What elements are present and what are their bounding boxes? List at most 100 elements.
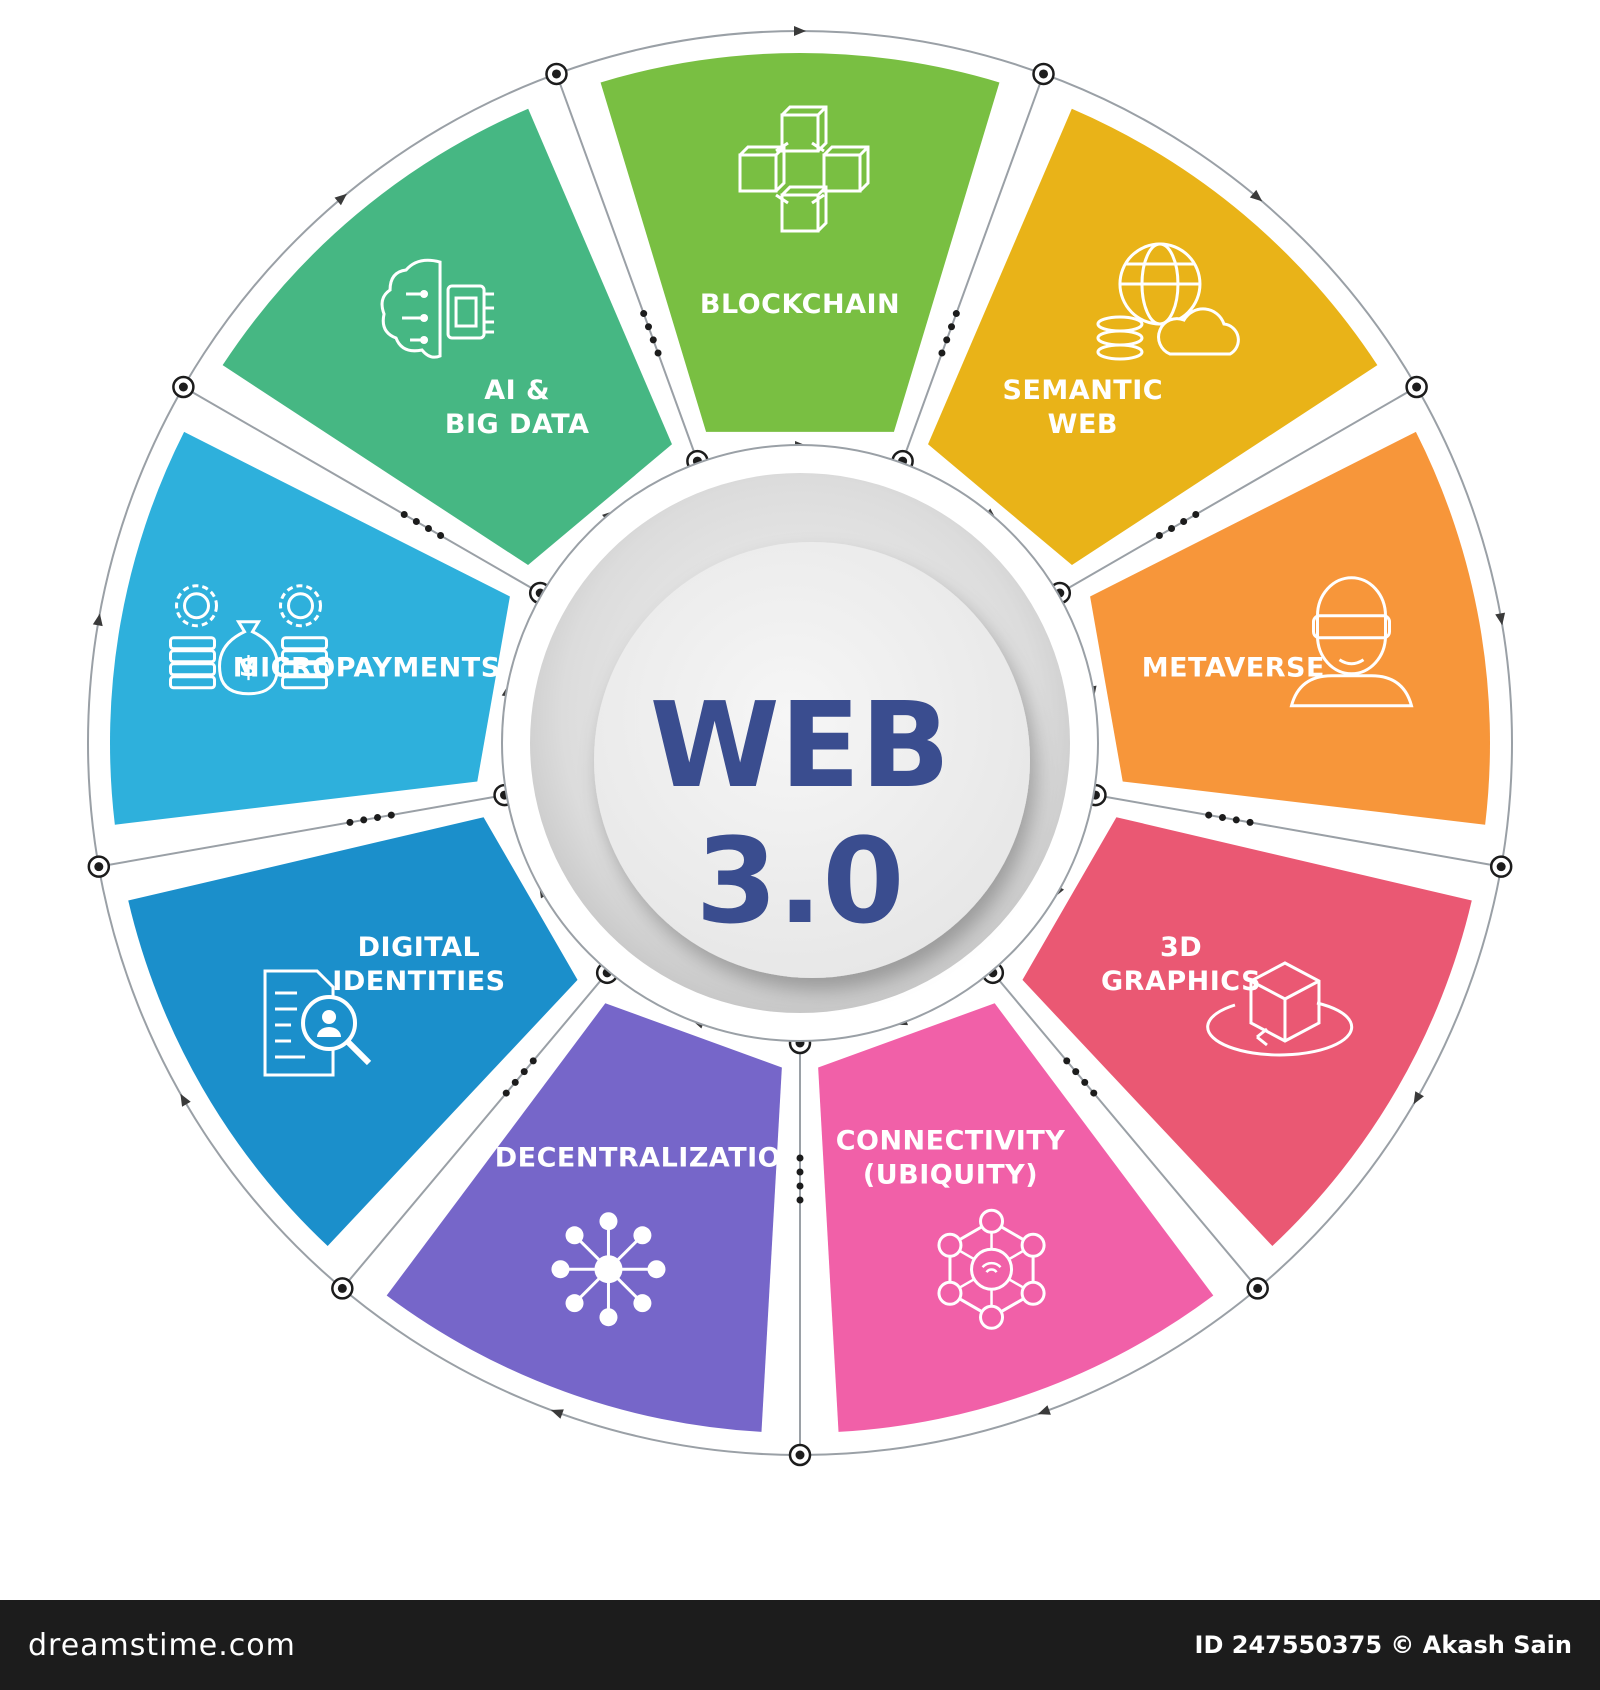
dot-accent xyxy=(796,1168,804,1176)
segment-fill xyxy=(1022,817,1472,1246)
dot-accent xyxy=(1168,525,1176,532)
dot-accent xyxy=(654,349,662,357)
segment-fill xyxy=(109,431,510,825)
dot-accent xyxy=(424,525,432,532)
dot-accent xyxy=(374,813,382,821)
node-inner xyxy=(1412,382,1422,392)
segment-label: CONNECTIVITY xyxy=(836,1125,1066,1156)
dot-accent xyxy=(796,1182,804,1190)
footer-bar: dreamstime.com ID 247550375 © Akash Sain xyxy=(0,1600,1600,1690)
dot-accent xyxy=(938,349,946,357)
center-disc: WEB 3.0 xyxy=(501,444,1099,1042)
node-inner xyxy=(94,862,104,872)
globe-database-cloud-icon xyxy=(1096,242,1240,361)
divider-line xyxy=(1093,793,1502,868)
dot-accent xyxy=(1155,532,1163,539)
ring-arrow xyxy=(1413,1091,1424,1105)
dot-accent xyxy=(1180,518,1188,525)
dot-accent xyxy=(640,310,648,318)
node-inner xyxy=(1253,1283,1263,1293)
ai-brain-chip-icon xyxy=(380,258,495,359)
dot-accent xyxy=(346,818,354,826)
dot-accent xyxy=(511,1078,519,1086)
center-title-line2: 3.0 xyxy=(695,812,904,950)
dot-accent xyxy=(400,511,408,518)
divider-line xyxy=(182,386,543,595)
dot-accent xyxy=(1218,813,1226,821)
ring-arrow xyxy=(550,1409,564,1419)
identity-search-document-icon xyxy=(263,969,372,1077)
segment-label: BIG DATA xyxy=(445,409,590,440)
center-face xyxy=(594,542,1030,978)
segment-decentralization: DECENTRALIZATION xyxy=(386,1003,804,1432)
dot-accent xyxy=(796,1196,804,1204)
segment-ai-big-data: AI &BIG DATA xyxy=(222,108,672,566)
segment-label: DECENTRALIZATION xyxy=(495,1142,804,1173)
dot-accent xyxy=(649,336,657,344)
dot-accent xyxy=(943,336,951,344)
dot-accent xyxy=(1072,1068,1080,1076)
segment-metaverse: METAVERSE xyxy=(1090,431,1491,825)
node-inner xyxy=(1496,862,1506,872)
segment-label: MICROPAYMENTS xyxy=(233,653,501,684)
footer-credit: ID 247550375 © Akash Sain xyxy=(1194,1631,1572,1659)
dot-accent xyxy=(387,811,395,819)
segment-label: DIGITAL xyxy=(358,932,481,963)
node-inner xyxy=(1039,69,1049,79)
segment-micropayments: $MICROPAYMENTS xyxy=(109,431,510,825)
dot-accent xyxy=(1192,511,1200,518)
footer-brand[interactable]: dreamstime.com xyxy=(28,1627,296,1663)
dot-accent xyxy=(796,1154,804,1162)
dot-accent xyxy=(1232,816,1240,824)
web3-wheel-diagram: BLOCKCHAINSEMANTICWEBMETAVERSE3DGRAPHICS… xyxy=(87,26,1513,1467)
segment-fill xyxy=(222,108,672,566)
segment-blockchain: BLOCKCHAIN xyxy=(600,52,1000,432)
segment-label: WEB xyxy=(1048,409,1118,440)
segment-fill xyxy=(928,108,1378,566)
divider-line xyxy=(341,970,610,1290)
dot-accent xyxy=(502,1089,510,1097)
network-wifi-icon xyxy=(937,1208,1046,1330)
dot-accent xyxy=(529,1057,537,1065)
coins-money-bag-icon: $ xyxy=(169,584,329,696)
node-inner xyxy=(178,382,188,392)
segment-fill xyxy=(1090,431,1491,825)
ring-arrow xyxy=(1495,612,1506,626)
node-inner xyxy=(337,1283,347,1293)
dot-accent xyxy=(948,323,956,331)
segment-label: IDENTITIES xyxy=(332,966,505,997)
divider-line xyxy=(98,793,507,868)
segment-label: METAVERSE xyxy=(1142,653,1325,684)
ring-arrow xyxy=(180,1093,191,1107)
segment-label: 3D xyxy=(1160,932,1202,963)
segment-label: GRAPHICS xyxy=(1101,966,1261,997)
segment-label: SEMANTIC xyxy=(1003,375,1164,406)
divider-line xyxy=(1057,386,1418,595)
decentralized-network-icon xyxy=(551,1212,666,1327)
ring-arrow xyxy=(794,26,806,36)
divider-line xyxy=(900,73,1045,464)
segment-connectivity-ubiquity: CONNECTIVITY(UBIQUITY) xyxy=(818,1003,1214,1432)
segment-label: BLOCKCHAIN xyxy=(700,289,900,320)
dot-accent xyxy=(1090,1089,1098,1097)
node-inner xyxy=(795,1450,805,1460)
dot-accent xyxy=(1246,818,1254,826)
segment-fill xyxy=(386,1003,782,1432)
divider-line xyxy=(990,970,1259,1290)
divider-line xyxy=(555,73,700,464)
center-inner-track xyxy=(501,444,1099,1042)
center-title-line1: WEB xyxy=(650,676,951,814)
dot-accent xyxy=(1081,1078,1089,1086)
segments-group: BLOCKCHAINSEMANTICWEBMETAVERSE3DGRAPHICS… xyxy=(109,52,1491,1432)
dot-accent xyxy=(952,310,960,318)
svg-text:$: $ xyxy=(239,650,258,683)
segment-label: AI & xyxy=(484,375,550,406)
segment-fill xyxy=(818,1003,1214,1432)
blockchain-icon xyxy=(738,105,870,233)
dot-accent xyxy=(1063,1057,1071,1065)
ring-arrow xyxy=(1249,189,1263,202)
vr-headset-person-icon xyxy=(1289,576,1414,708)
